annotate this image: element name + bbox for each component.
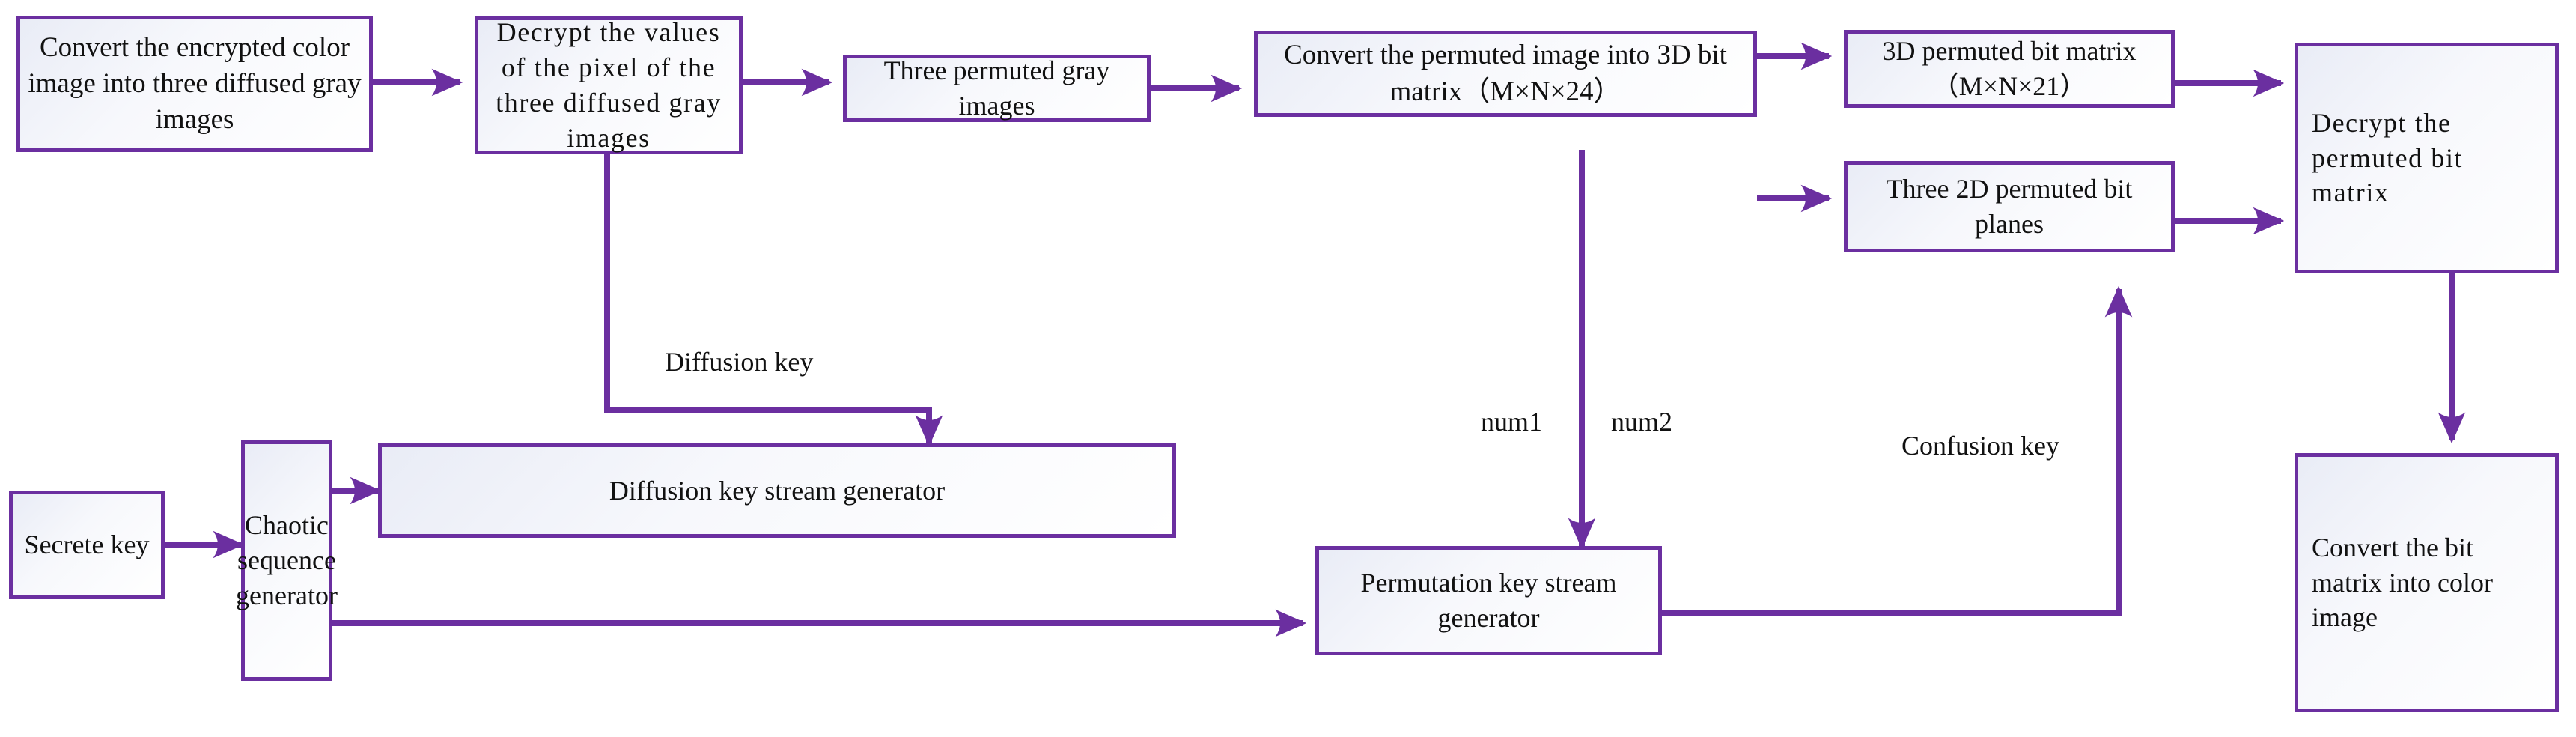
node-label: Diffusion key stream generator (609, 475, 946, 506)
node-3d-permuted-bit-matrix[interactable]: 3D permuted bit matrix（M×N×21） (1844, 30, 2175, 108)
node-label: Decrypt the values of the pixel of the t… (496, 17, 722, 153)
node-convert-encrypted-color-image[interactable]: Convert the encrypted color image into t… (16, 16, 373, 152)
node-label: Convert the bit matrix into color image (2312, 532, 2493, 633)
node-label: Decrypt the permuted bit matrix (2312, 107, 2464, 208)
node-secrete-key[interactable]: Secrete key (9, 491, 165, 599)
node-diffusion-key-stream-generator[interactable]: Diffusion key stream generator (378, 443, 1176, 538)
node-three-2d-permuted-bit-planes[interactable]: Three 2D permuted bit planes (1844, 161, 2175, 252)
node-label: 3D permuted bit matrix（M×N×21） (1882, 36, 2137, 101)
node-label: Convert the permuted image into 3D bit m… (1284, 40, 1727, 107)
edge-label-num2: num2 (1611, 407, 1673, 437)
edge-label-num1: num1 (1481, 407, 1543, 437)
node-convert-permuted-to-3d-bit-matrix[interactable]: Convert the permuted image into 3D bit m… (1254, 31, 1757, 117)
node-chaotic-sequence-generator[interactable]: Chaotic sequence generator (236, 440, 338, 681)
edge-decryptvalues-to-diffusiongen (604, 152, 943, 447)
node-label: Convert the encrypted color image into t… (28, 31, 362, 136)
node-three-permuted-gray-images[interactable]: Three permuted gray images (843, 55, 1151, 122)
node-label: Secrete key (24, 530, 150, 560)
edge-label-confusion-key: Confusion key (1901, 431, 2059, 461)
node-decrypt-permuted-bit-matrix[interactable]: Decrypt the permuted bit matrix (2295, 43, 2559, 273)
node-label: Chaotic sequence generator (236, 510, 338, 610)
node-permutation-key-stream-generator[interactable]: Permutation key stream generator (1315, 546, 1662, 655)
node-label: Permutation key stream generator (1360, 568, 1617, 633)
node-convert-bit-matrix-to-color-image[interactable]: Convert the bit matrix into color image (2295, 453, 2559, 712)
node-label: Three 2D permuted bit planes (1886, 174, 2133, 239)
node-label: Three permuted gray images (883, 55, 1110, 121)
node-decrypt-pixel-values[interactable]: Decrypt the values of the pixel of the t… (475, 16, 743, 154)
edge-label-diffusion-key: Diffusion key (665, 347, 814, 377)
